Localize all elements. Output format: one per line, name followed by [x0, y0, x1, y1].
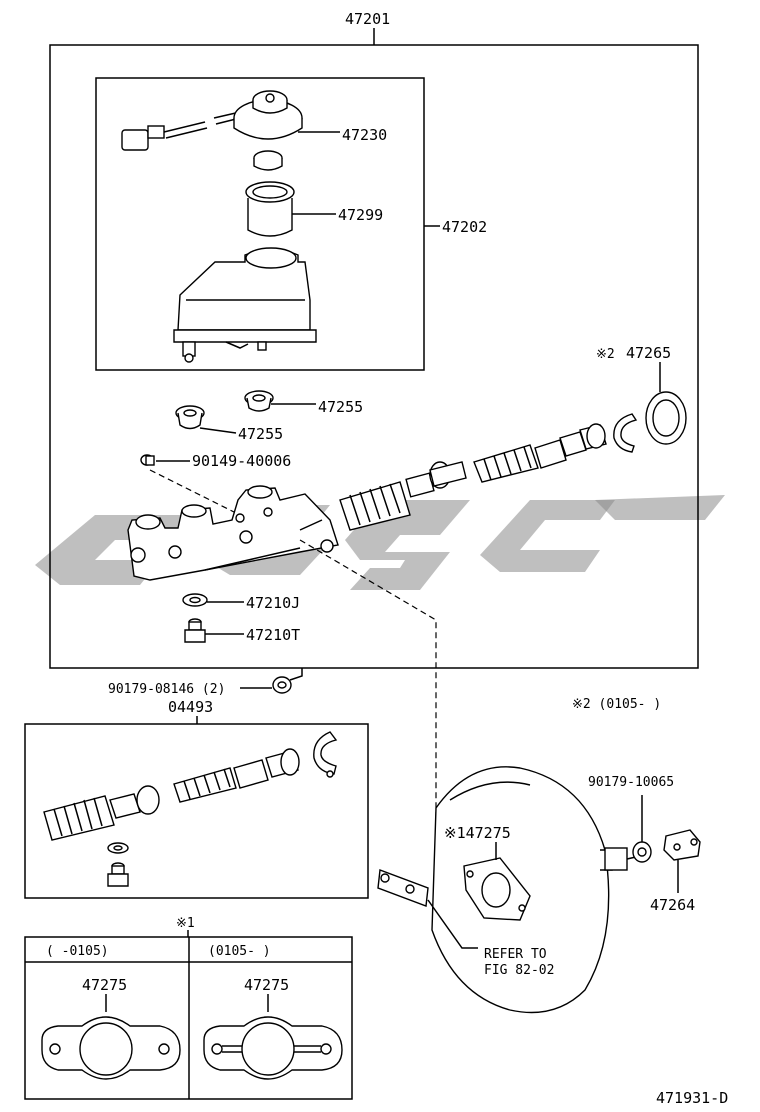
- master-cylinder-body-icon: [127, 485, 339, 581]
- reservoir-cap-icon: [233, 90, 303, 140]
- grommet-lower-icon: [175, 405, 205, 430]
- label-90149: 90149-40006: [192, 452, 291, 470]
- kit-piston-rear-icon: [173, 748, 300, 803]
- label-refer-2: FIG 82-02: [484, 963, 554, 978]
- nut-icon: [272, 676, 292, 694]
- label-47299: 47299: [338, 206, 383, 224]
- label-47202: 47202: [442, 218, 487, 236]
- clevis-icon: [663, 829, 701, 861]
- gasket-ring-icon: [645, 391, 687, 445]
- leader-90179a-up: [289, 668, 303, 681]
- label-47265: 47265: [626, 344, 671, 362]
- label-47265-note: ※2: [596, 347, 615, 362]
- label-90179-08146: 90179-08146 (2): [108, 682, 225, 697]
- kit-piston-front-icon: [43, 785, 160, 841]
- piston-spring-rear-icon: [473, 423, 607, 483]
- table-col2-part: 47275: [244, 976, 289, 994]
- table-col1-header: ( -0105): [46, 944, 109, 959]
- sensor-connector-icon: [121, 111, 241, 151]
- grommet-upper-icon: [244, 390, 274, 412]
- booster-gasket-icon: [463, 857, 531, 921]
- label-47210J: 47210J: [246, 594, 300, 612]
- plug-icon: [184, 618, 206, 643]
- table-col1-part: 47275: [82, 976, 127, 994]
- label-note2-range: ※2 (0105- ): [572, 697, 661, 712]
- label-47201: 47201: [345, 10, 390, 28]
- label-47255a: 47255: [318, 398, 363, 416]
- kit-plug-icon: [107, 862, 129, 887]
- label-04493: 04493: [168, 698, 213, 716]
- label-47264: 47264: [650, 896, 695, 914]
- label-90179-10065: 90179-10065: [588, 775, 674, 790]
- label-refer-1: REFER TO: [484, 947, 547, 962]
- kit-gasket-icon: [107, 842, 129, 854]
- boost-nut-icon: [632, 841, 652, 863]
- kit-frame: [24, 723, 369, 899]
- booster-bracket-icon: [377, 869, 429, 907]
- label-47210T: 47210T: [246, 626, 300, 644]
- label-47275: ※147275: [444, 824, 511, 842]
- plug-gasket-icon: [182, 593, 208, 607]
- gasket-new-icon: [203, 1016, 343, 1080]
- reservoir-frame: [95, 77, 425, 371]
- mount-dash: [299, 539, 437, 880]
- snap-ring-icon: [613, 413, 638, 453]
- label-47255b: 47255: [238, 425, 283, 443]
- cap-seal-icon: [253, 150, 283, 171]
- table-col2-header: (0105- ): [208, 944, 271, 959]
- label-note1: ※1: [176, 916, 195, 931]
- strainer-icon: [245, 181, 295, 237]
- leader-47255b: [199, 427, 237, 434]
- bolt-icon: [140, 454, 155, 466]
- label-47230: 47230: [342, 126, 387, 144]
- piston-spring-front-icon: [339, 461, 467, 531]
- kit-snap-ring-icon: [313, 731, 338, 778]
- leader-refer: [427, 899, 478, 949]
- reservoir-tank-icon: [173, 247, 317, 363]
- figure-id: 471931-D: [656, 1089, 728, 1107]
- gasket-old-icon: [41, 1016, 181, 1080]
